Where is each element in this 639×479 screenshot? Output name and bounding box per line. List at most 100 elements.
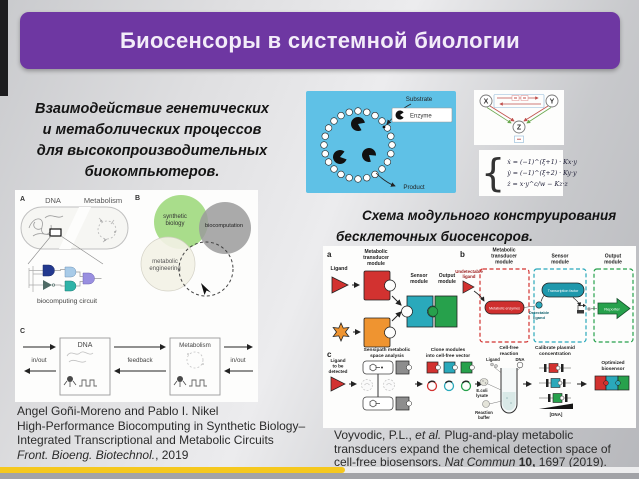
- sensor-dashed-box: [533, 268, 587, 343]
- citation-line: High-Performance Biocomputing in Synthet…: [17, 418, 306, 433]
- panel-b-label: B: [135, 195, 140, 202]
- inout-right-label: in/out: [230, 357, 245, 364]
- zoom-line: [60, 235, 104, 265]
- rate-box: [493, 94, 545, 108]
- sensor-module-label: module: [410, 279, 428, 285]
- metabolic-enzymes-pill: Metabolic enzymes: [484, 300, 525, 315]
- left-caption-line: биокомпьютеров.: [84, 164, 220, 180]
- connector: [523, 305, 536, 308]
- transcription-factor-blob: Transcription factor: [541, 282, 585, 298]
- sensor-module-label: module: [551, 260, 569, 266]
- and-gate-lightblue: [64, 266, 77, 278]
- output-module-label: Output: [605, 254, 622, 260]
- journal-name: Nat Commun: [444, 455, 519, 470]
- citation-right: Voyvodic, P.L., et al. Plug-and-play met…: [334, 428, 634, 470]
- arrow: [391, 295, 402, 306]
- optimized-biosensor-assembly: [594, 375, 630, 391]
- network-motif-figure: X Y Z: [474, 90, 564, 145]
- transducer-module-label: transducer: [363, 255, 389, 261]
- plasmid-titration-diagram: [DNA]: [539, 363, 573, 417]
- journal-name: Front. Bioeng. Biotechnol.: [17, 447, 156, 462]
- product-label: Product: [403, 184, 425, 191]
- venn-dashed-circle: [178, 241, 234, 297]
- product-arrow: [375, 172, 396, 187]
- optimized-label: Optimized: [601, 360, 624, 366]
- video-progress-bar[interactable]: [0, 467, 639, 473]
- transducer-dashed-box: [479, 268, 530, 343]
- red-transducer-piece: [363, 270, 396, 301]
- video-progress-played[interactable]: [0, 467, 345, 473]
- ligand-to-detect-label: to be: [333, 364, 344, 369]
- optimized-label: biosensor: [602, 366, 625, 372]
- cellfree-reaction-diagram: Ligand DNA E.coli lysate Reaction buffer: [475, 357, 524, 420]
- plasmid-icons: [426, 380, 472, 392]
- citation-body: Plug-and-play metabolic transducers expa…: [334, 428, 611, 470]
- node-z: [512, 120, 526, 134]
- left-caption-line: для высокопроизводительных: [36, 143, 268, 159]
- output-module-label: Output: [439, 273, 456, 279]
- sensor-module-label: Sensor: [411, 273, 428, 279]
- phage-icon: [173, 376, 187, 387]
- ligand-to-detect-label: detected: [329, 369, 348, 374]
- venn-synthetic-label: biology: [165, 221, 184, 227]
- sensor-output-assembly: [401, 295, 458, 328]
- citation-volume: 10,: [518, 455, 536, 470]
- dna-label: DNA: [45, 196, 61, 205]
- output-module-label: module: [438, 279, 456, 285]
- citation-line: Integrated Transcriptional and Metabolic…: [17, 433, 274, 448]
- and-gate-purple: [82, 272, 95, 285]
- ligand-label: Ligand: [330, 266, 347, 272]
- clone-label: Clone modules: [431, 347, 466, 353]
- dna-axis-label: [DNA]: [550, 412, 563, 417]
- and-gate-darkblue: [42, 264, 55, 277]
- detectable-ligand-label: ligand: [533, 315, 545, 320]
- player-bottom-strip: [0, 473, 639, 479]
- venn-metabolic-label: engineering: [149, 266, 180, 272]
- venn-synthetic-label: synthetic: [163, 214, 187, 220]
- transducer-module-label: module: [495, 260, 513, 266]
- and-gate-teal: [64, 280, 77, 292]
- ligand-star: [332, 322, 350, 342]
- enzyme-pacman-icon: [395, 110, 404, 120]
- enzyme-legend: Enzyme: [391, 107, 453, 123]
- reporter-arrow: Reporter: [597, 297, 631, 320]
- tube-dna-label: DNA: [515, 357, 524, 362]
- sensipath-label: Sensipath metabolic: [364, 347, 411, 353]
- citation-line: Front. Bioeng. Biotechnol., 2019: [17, 448, 329, 463]
- node-y-label: Y: [550, 99, 555, 106]
- not-gate: [43, 280, 52, 290]
- ligand-to-detect-label: Ligand: [330, 358, 345, 363]
- transducer-module-label: Metabolic: [492, 248, 515, 254]
- square-wave-icon: [189, 379, 207, 387]
- cellfree-label: Cell-free: [499, 345, 519, 351]
- venn-biocomputation-circle: [199, 202, 251, 254]
- flow-metabolism-label: Metabolism: [179, 342, 211, 349]
- panel-c-label: c: [327, 350, 332, 359]
- flow-dna-box: [59, 337, 111, 396]
- flow-dna-label: DNA: [78, 342, 93, 349]
- panel-a-label: a: [327, 250, 332, 259]
- output-dashed-box: [593, 268, 634, 343]
- biocomputing-circuit-label: biocomputing circuit: [37, 298, 97, 305]
- transducer-module-label: Metabolic: [364, 249, 387, 255]
- venn-metabolic-circle: [140, 236, 196, 292]
- cell-capsule: [20, 206, 129, 250]
- right-caption-line: Схема модульного конструирования: [362, 208, 617, 223]
- ecoli-label: E.coli: [476, 388, 487, 393]
- promoter-gene-icon: [577, 303, 591, 314]
- enzyme-pacman-icon: [350, 117, 365, 131]
- arrow: [391, 311, 402, 322]
- citation-year: , 2019: [155, 447, 189, 462]
- inout-left-label: in/out: [31, 357, 46, 364]
- citation-left: Angel Goñi-Moreno and Pablo I. Nikel Hig…: [17, 404, 329, 462]
- xz-arrow-red: [489, 105, 515, 122]
- capsule-divider: [59, 207, 91, 249]
- cellfree-label: reaction: [500, 351, 519, 357]
- title-banner: Биосенсоры в системной биологии: [20, 12, 620, 69]
- left-caption-line: и метаболических процессов: [42, 122, 262, 138]
- calibrate-label: Calibrate plasmid: [535, 345, 575, 351]
- sensipath-label: space analysis: [370, 353, 404, 359]
- left-caption-line: Взаимодействие генетических: [35, 101, 269, 117]
- xz-arrow-green: [486, 107, 512, 124]
